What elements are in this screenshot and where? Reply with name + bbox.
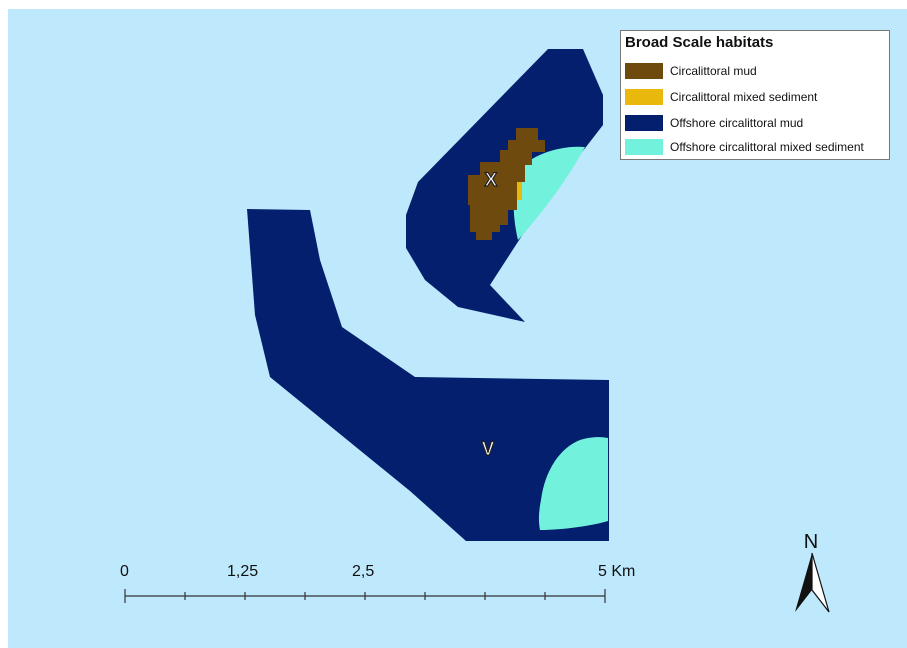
scale-label-0: 0 xyxy=(120,563,129,580)
scale-bar xyxy=(124,589,606,603)
legend: Broad Scale habitats Circalittoral mud C… xyxy=(620,30,890,160)
site-x-area: X xyxy=(406,49,603,322)
legend-item-circalittoral-mud: Circalittoral mud xyxy=(625,62,757,80)
legend-swatch xyxy=(625,89,663,105)
north-arrow: N xyxy=(795,531,830,613)
scale-label-5-km: 5 Km xyxy=(598,563,636,580)
offshore-mud-polygon-v xyxy=(247,209,609,541)
legend-item-label: Offshore circalittoral mud xyxy=(670,116,804,130)
site-v-area: V xyxy=(247,209,609,541)
site-v-label: V xyxy=(482,439,495,460)
circalittoral-mud-patch xyxy=(468,128,545,240)
scale-label-1-25: 1,25 xyxy=(227,563,259,580)
legend-item-circalittoral-mixed-sediment: Circalittoral mixed sediment xyxy=(625,88,817,106)
legend-item-label: Circalittoral mud xyxy=(670,64,757,78)
legend-swatch xyxy=(625,115,663,131)
legend-item-offshore-circalittoral-mud: Offshore circalittoral mud xyxy=(625,114,803,132)
legend-item-label: Circalittoral mixed sediment xyxy=(670,90,818,104)
north-arrow-left-half xyxy=(795,553,812,612)
site-x-label: X xyxy=(485,170,498,191)
scale-label-2-5: 2,5 xyxy=(352,563,375,580)
offshore-mixed-sediment-patch-v xyxy=(538,437,608,530)
legend-item-label: Offshore circalittoral mixed sediment xyxy=(670,140,864,154)
north-arrow-label: N xyxy=(804,531,818,553)
legend-title: Broad Scale habitats xyxy=(625,34,774,51)
north-arrow-right-half xyxy=(811,552,830,613)
legend-item-offshore-circalittoral-mixed-sediment: Offshore circalittoral mixed sediment xyxy=(625,138,864,156)
offshore-mixed-sediment-patch-x xyxy=(513,146,585,240)
legend-swatch xyxy=(625,63,663,79)
legend-swatch xyxy=(625,139,663,155)
